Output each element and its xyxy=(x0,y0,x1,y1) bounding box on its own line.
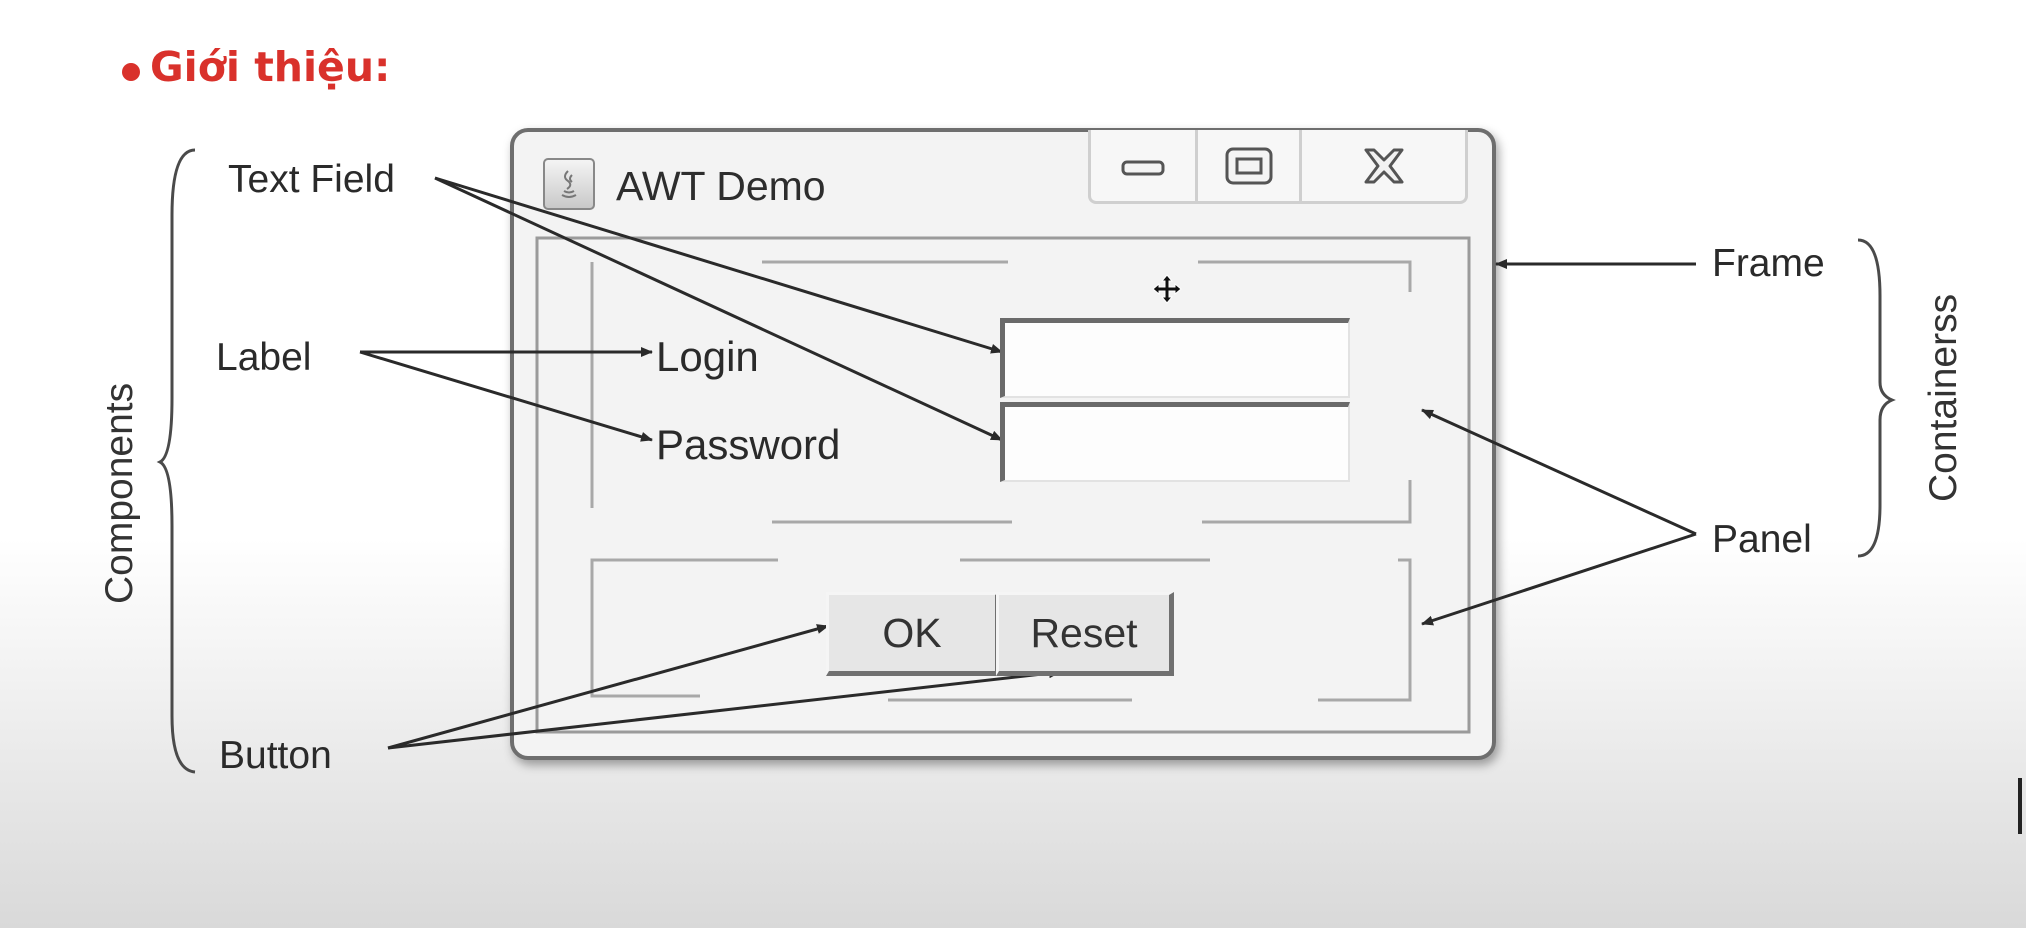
password-label: Password xyxy=(656,421,841,468)
window-controls xyxy=(1088,130,1468,204)
move-cursor-icon xyxy=(1152,274,1182,304)
panel-annotation: Panel xyxy=(1712,518,1812,561)
bottom-panel-outline xyxy=(590,558,1412,702)
reset-button[interactable]: Reset xyxy=(996,592,1174,676)
label-annotation: Label xyxy=(216,336,312,379)
password-text-field[interactable] xyxy=(1000,402,1350,482)
text-field-annotation: Text Field xyxy=(228,158,395,201)
annotation-arrows xyxy=(359,176,1697,750)
containers-annotation: Containerss xyxy=(1922,293,1965,502)
login-label: Login xyxy=(656,333,759,380)
ok-button[interactable]: OK xyxy=(826,592,1000,676)
heading-title: Giới thiệu: xyxy=(150,43,391,91)
frame-annotation: Frame xyxy=(1712,242,1825,285)
heading-bullet xyxy=(122,63,140,81)
close-icon[interactable] xyxy=(1299,130,1465,201)
components-annotation: Components xyxy=(98,382,141,604)
login-text-field[interactable] xyxy=(1000,318,1350,398)
java-icon xyxy=(543,158,595,210)
components-brace xyxy=(156,148,196,774)
minimize-icon[interactable] xyxy=(1091,130,1195,201)
frame-title: AWT Demo xyxy=(616,163,826,209)
frame-content-border xyxy=(535,236,1471,734)
maximize-icon[interactable] xyxy=(1195,130,1299,201)
text-cursor xyxy=(2018,778,2022,834)
top-panel-outline xyxy=(590,260,1412,524)
button-annotation: Button xyxy=(219,734,332,777)
containers-brace xyxy=(1857,238,1896,558)
